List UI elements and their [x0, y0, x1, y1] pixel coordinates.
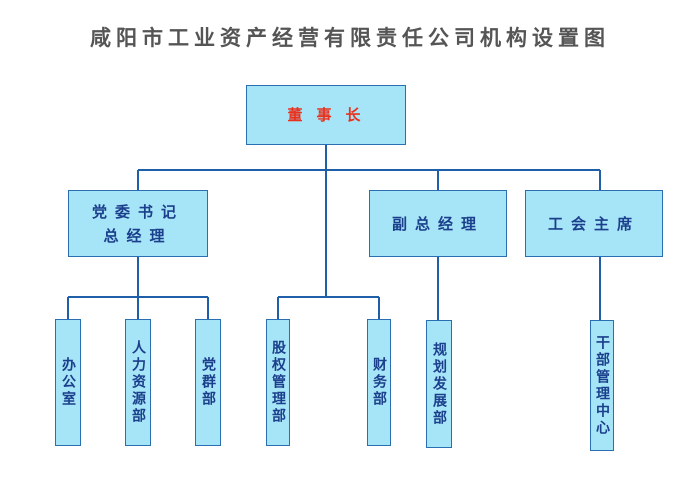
chairman-box: 董事长 [246, 85, 406, 145]
party-secretary-gm-box: 党委书记 总经理 [68, 190, 208, 257]
secretary-label-line2: 总经理 [103, 226, 173, 245]
vice-gm-box: 副总经理 [369, 190, 507, 257]
dept-cadre-box: 干部管理中心 [590, 320, 614, 451]
dept-party-box: 党群部 [195, 319, 221, 446]
dept-equity-box: 股权管理部 [266, 319, 290, 446]
dept-office-box: 办公室 [55, 319, 81, 446]
dept-hr-box: 人力资源部 [125, 319, 151, 446]
dept-finance-box: 财务部 [367, 319, 391, 446]
dept-planning-box: 规划发展部 [426, 320, 452, 448]
secretary-label-line1: 党委书记 [91, 202, 184, 221]
union-chair-box: 工会主席 [525, 190, 663, 257]
chart-title: 咸阳市工业资产经营有限责任公司机构设置图 [90, 26, 610, 50]
